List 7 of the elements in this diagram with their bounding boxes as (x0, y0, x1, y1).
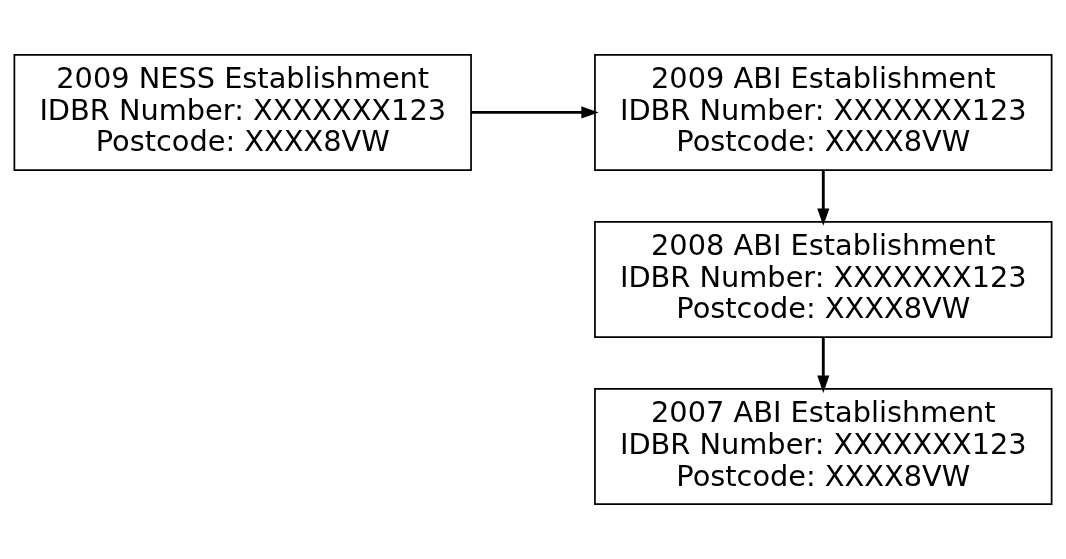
node-box: 2007 ABI Establishment IDBR Number: XXXXXXX123 Postcode: XXXX8VW (594, 388, 1053, 506)
node-box: 2008 ABI Establishment IDBR Number: XXXXXXX123 Postcode: XXXX8VW (594, 221, 1053, 338)
arrow (471, 106, 599, 119)
arrow (817, 337, 830, 393)
node-box: 2009 NESS Establishment IDBR Number: XXXXXXX123 Postcode: XXXX8VW (13, 53, 472, 171)
arrow (817, 170, 830, 226)
node-box: 2009 ABI Establishment IDBR Number: XXXXXXX123 Postcode: XXXX8VW (594, 53, 1053, 171)
